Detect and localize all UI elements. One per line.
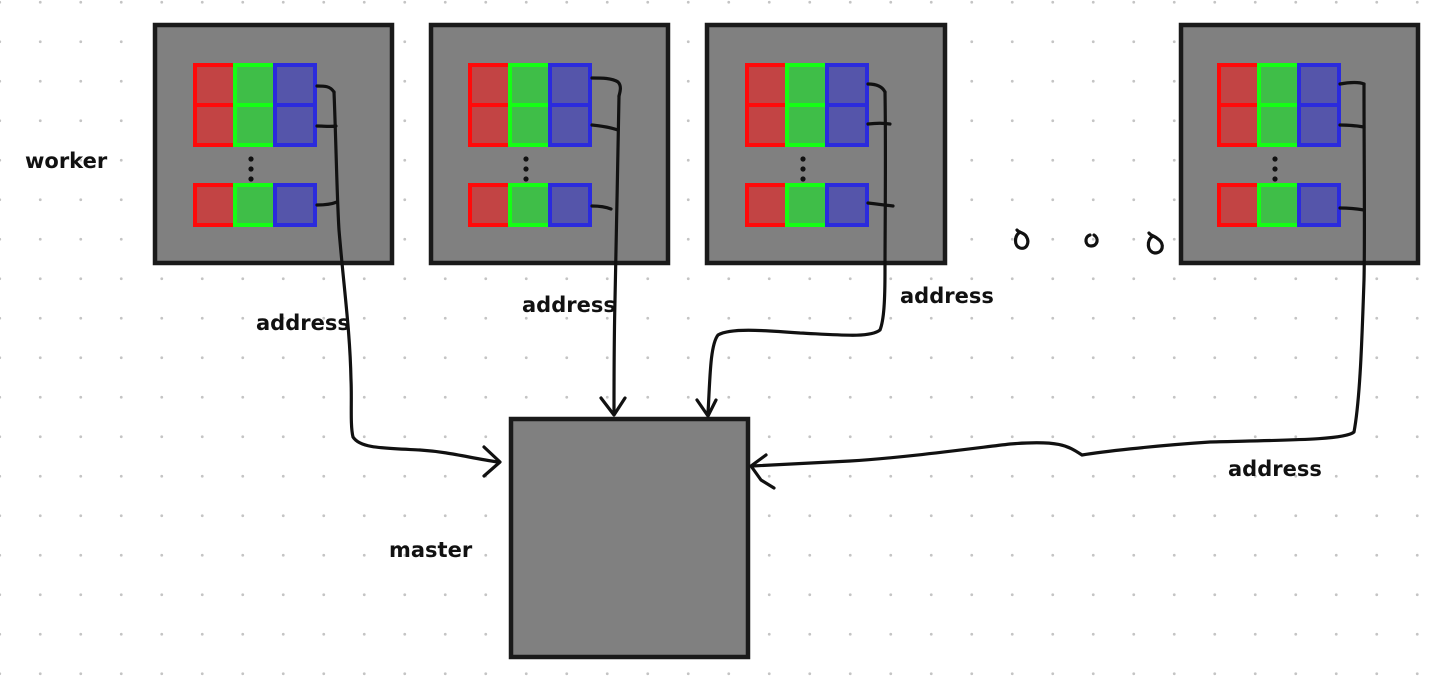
worker-4-cells (1217, 63, 1341, 227)
worker-node-1 (152, 22, 395, 266)
address-label-worker-1: address (256, 311, 350, 335)
ellipsis-marks (1013, 228, 1164, 255)
worker-node-4 (1178, 22, 1421, 266)
address-label-worker-2: address (522, 293, 616, 317)
master-node (508, 416, 751, 660)
worker-1-cells (193, 63, 317, 227)
worker-label: worker (25, 149, 108, 173)
worker-3-cells (745, 63, 869, 227)
address-label-worker-4: address (1228, 457, 1322, 481)
master-label: master (389, 538, 473, 562)
connector-worker-1 (315, 84, 502, 478)
connector-worker-2 (590, 76, 627, 417)
connector-worker-4 (749, 80, 1367, 490)
worker-2-cells (468, 63, 592, 227)
worker-node-3 (704, 22, 948, 266)
connector-worker-3 (695, 82, 895, 418)
address-label-worker-3: address (900, 284, 994, 308)
worker-node-2 (428, 22, 671, 266)
